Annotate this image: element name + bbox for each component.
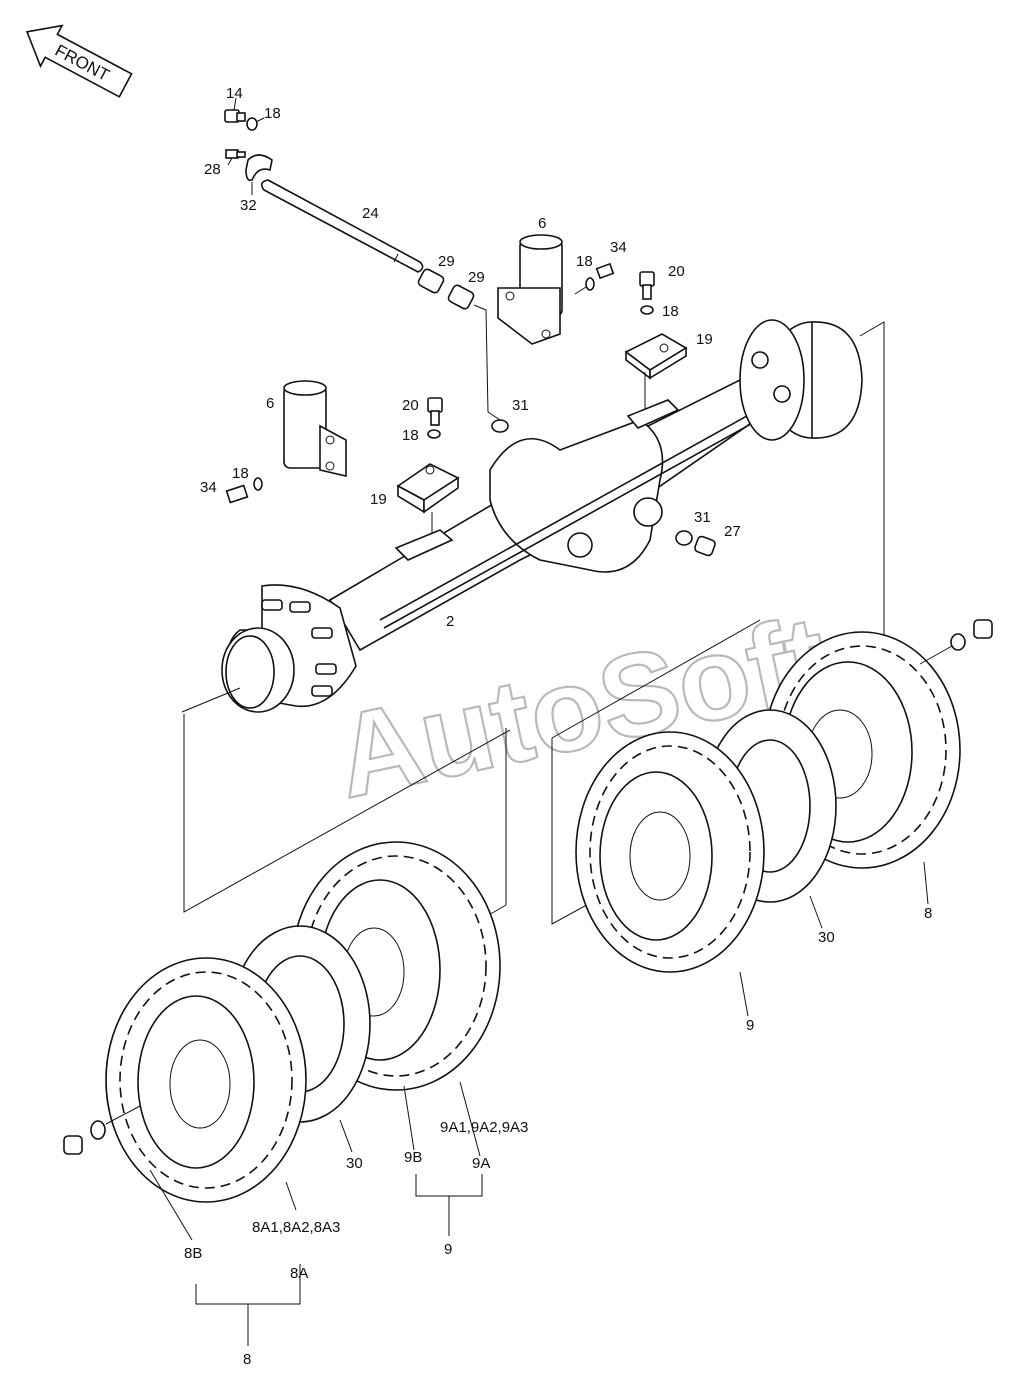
label-31: 31: [694, 509, 711, 526]
pivot-pin-assembly: [224, 97, 501, 421]
label-18: 18: [264, 105, 281, 122]
label-30: 30: [818, 929, 835, 946]
label-34: 34: [610, 239, 627, 256]
label-9a: 9A: [472, 1155, 490, 1172]
label-19: 19: [370, 491, 387, 508]
label-34: 34: [200, 479, 217, 496]
part-labels: 14 18 28 32 24 29 29 6 18 34 20 18 19 31…: [184, 85, 932, 1368]
label-8a1-8a2-8a3: 8A1,8A2,8A3: [252, 1219, 340, 1236]
label-30: 30: [346, 1155, 363, 1172]
label-28: 28: [204, 161, 221, 178]
label-8b: 8B: [184, 1245, 202, 1262]
label-8a: 8A: [290, 1265, 308, 1282]
label-27: 27: [724, 523, 741, 540]
steering-cylinder-left: [225, 380, 347, 504]
front-arrow: FRONT: [25, 24, 133, 98]
label-18: 18: [402, 427, 419, 444]
label-24: 24: [362, 205, 379, 222]
label-2: 2: [446, 613, 454, 630]
steering-cylinder-right: [497, 234, 615, 345]
axle-housing: [221, 319, 863, 713]
label-9a1-9a2-9a3: 9A1,9A2,9A3: [440, 1119, 528, 1136]
label-9: 9: [444, 1241, 452, 1258]
label-31: 31: [512, 397, 529, 414]
label-18: 18: [662, 303, 679, 320]
wheel-assembly-left: [63, 841, 501, 1346]
label-20: 20: [402, 397, 419, 414]
label-29: 29: [438, 253, 455, 270]
label-6: 6: [538, 215, 546, 232]
label-6: 6: [266, 395, 274, 412]
label-8: 8: [924, 905, 932, 922]
label-8: 8: [243, 1351, 251, 1368]
wheel-assembly-right: [575, 619, 993, 1017]
label-9b: 9B: [404, 1149, 422, 1166]
label-29: 29: [468, 269, 485, 286]
label-14: 14: [226, 85, 243, 102]
label-9: 9: [746, 1017, 754, 1034]
label-18: 18: [232, 465, 249, 482]
label-32: 32: [240, 197, 257, 214]
clamp-left: [396, 397, 460, 540]
label-19: 19: [696, 331, 713, 348]
label-18: 18: [576, 253, 593, 270]
clamp-right: [624, 271, 688, 420]
label-20: 20: [668, 263, 685, 280]
